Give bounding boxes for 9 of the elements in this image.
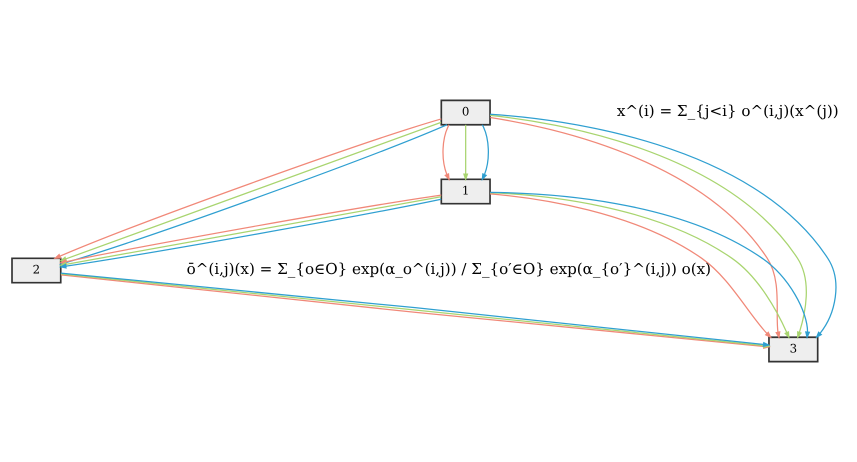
- node-box: 1: [440, 178, 491, 205]
- label: ō^(i,j)(x) = Σ_{o∈O} exp(α_o^(i,j)) / Σ_{o′∈O} exp(α_{o′}^(i,j)) o(x): [186, 260, 712, 278]
- label: x^(i) = Σ_{j<i} o^(i,j)(x^(j)): [616, 102, 839, 120]
- arrow: [463, 124, 468, 182]
- arrow: [482, 124, 489, 181]
- node-box: 0: [440, 100, 491, 126]
- node-box: 3: [768, 336, 819, 362]
- node-box: 2: [11, 257, 62, 284]
- arrow: [442, 124, 450, 181]
